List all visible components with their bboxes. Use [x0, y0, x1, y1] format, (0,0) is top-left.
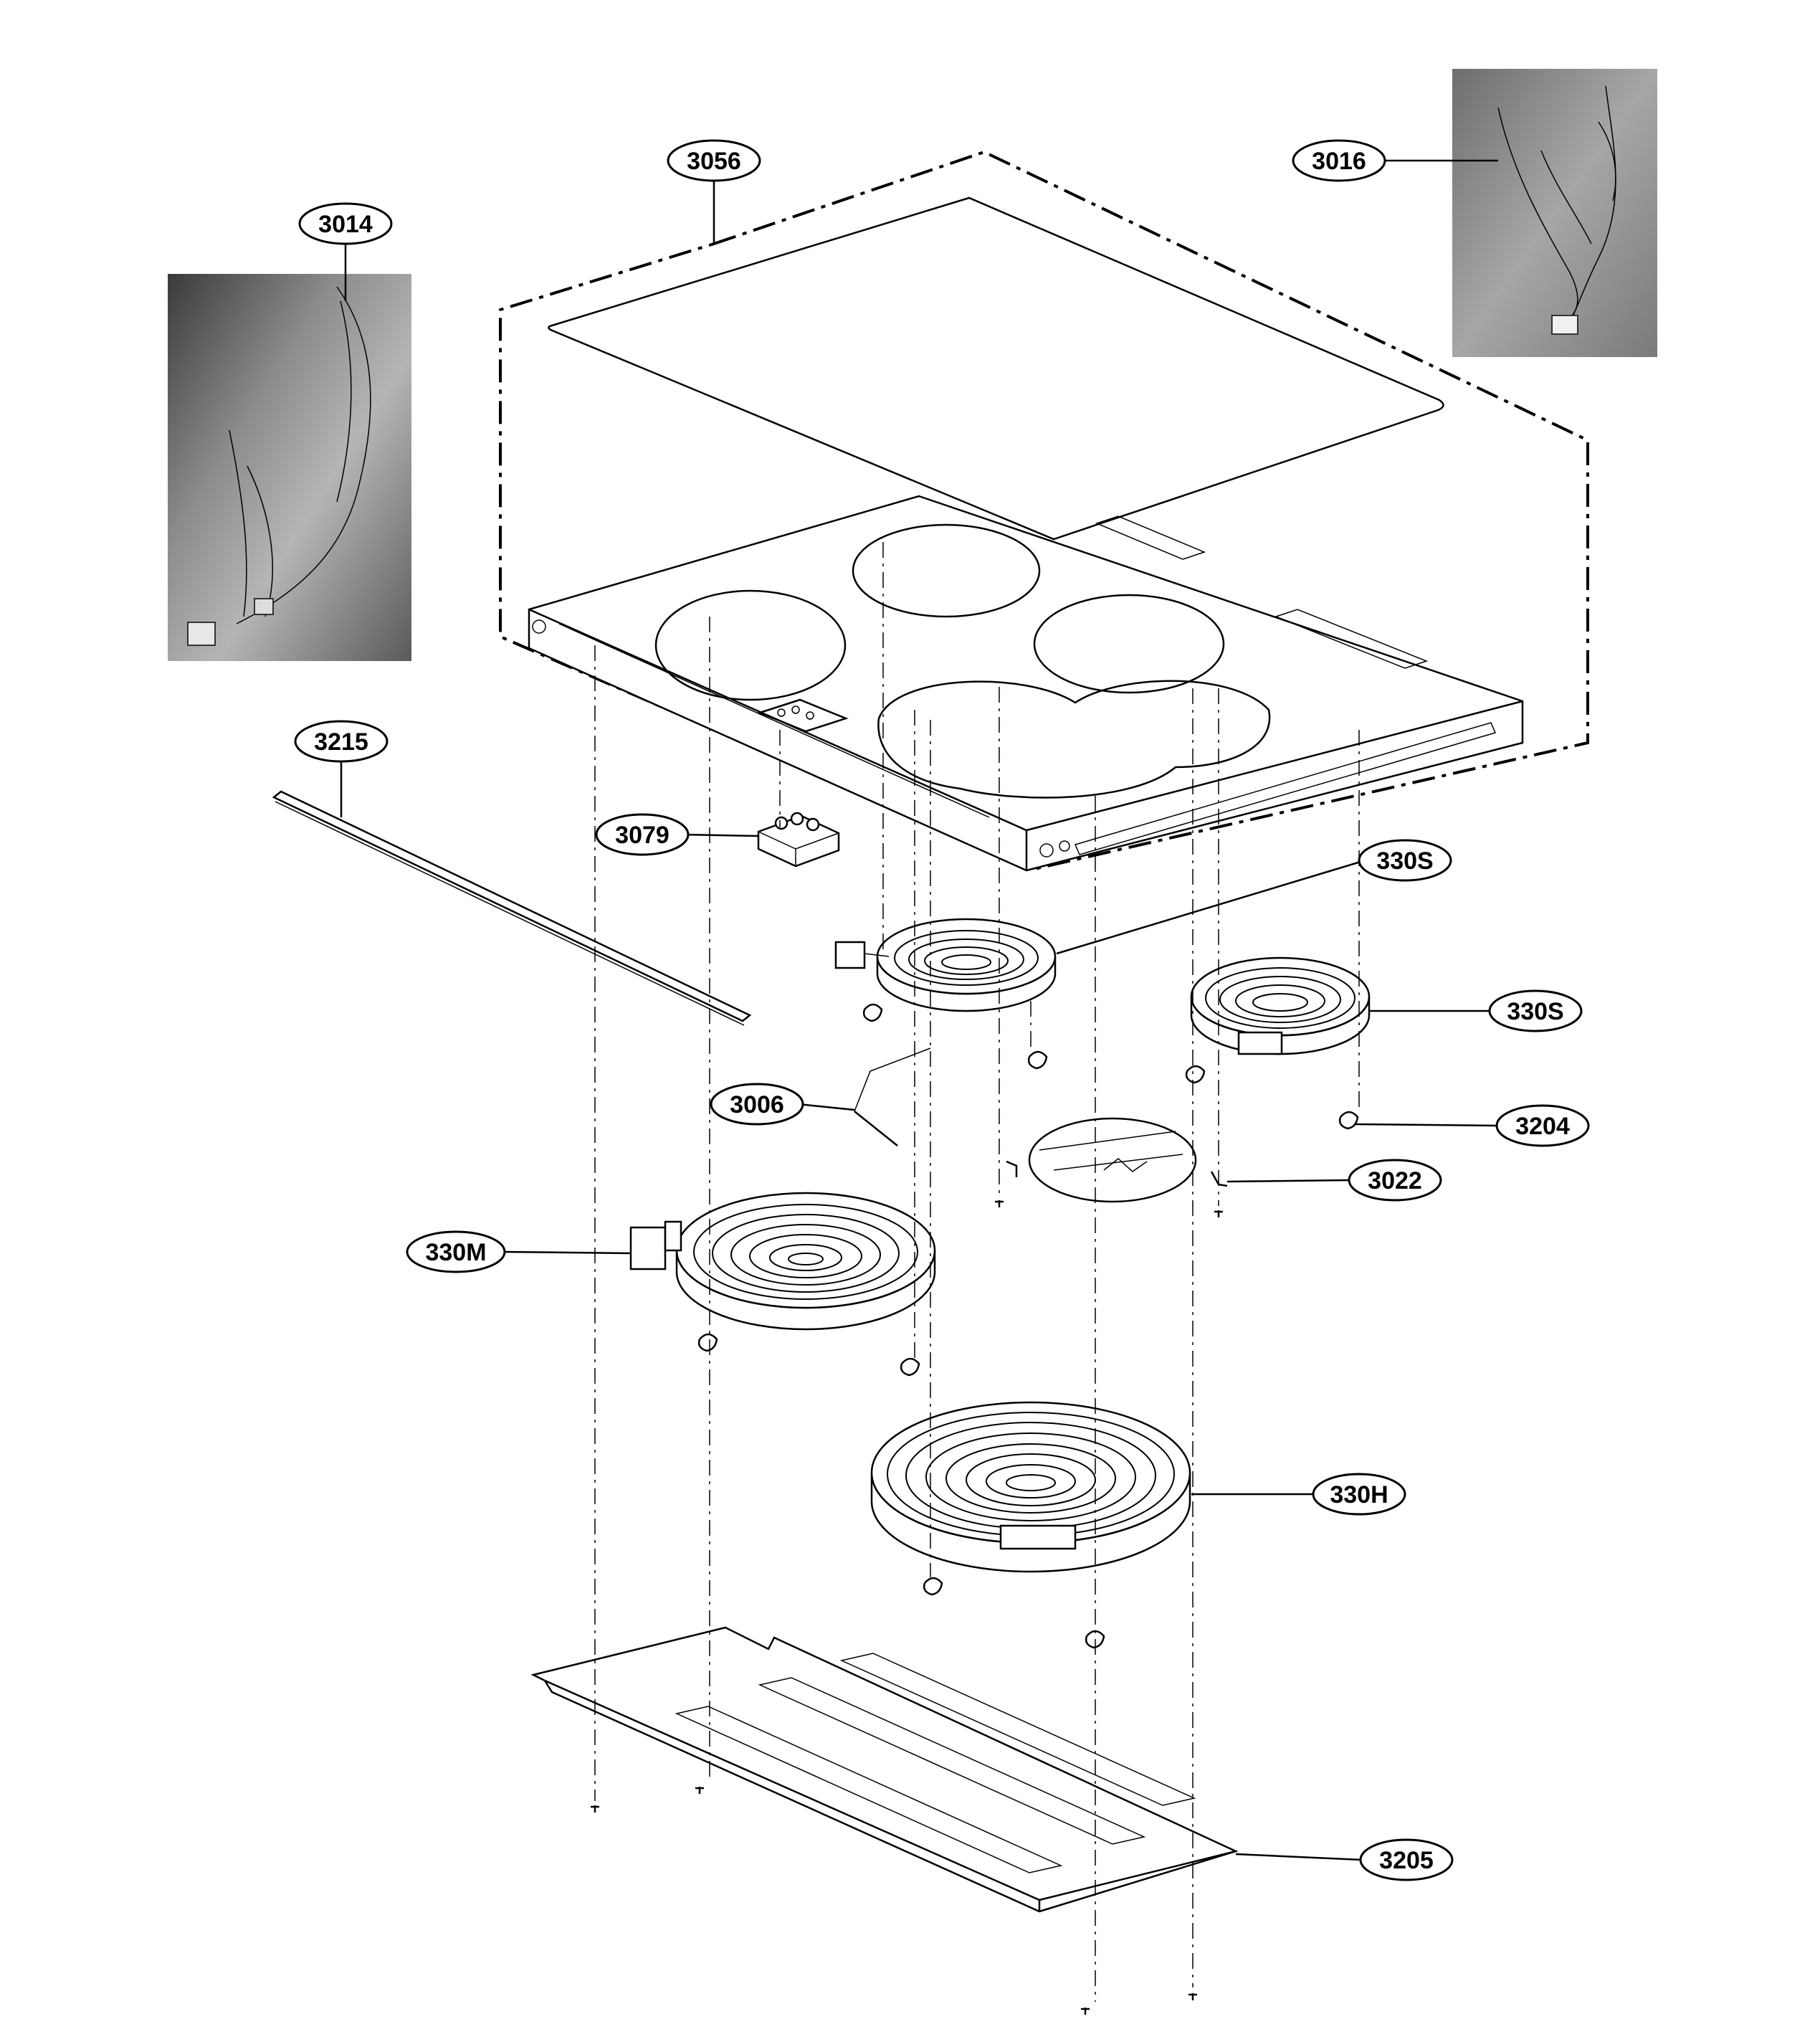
screws: [591, 1200, 1223, 2015]
assembly-boundary: [499, 150, 1589, 871]
callout-330H: 330H: [1312, 1473, 1406, 1516]
radiant-element-small-upper: [834, 918, 1057, 1012]
radiant-element-small-right: [1190, 956, 1371, 1055]
terminal-block: [757, 812, 840, 868]
bracket-plate: [1006, 1117, 1228, 1203]
callout-330S-upper: 330S: [1358, 839, 1452, 882]
svg-text:3022: 3022: [1368, 1167, 1422, 1194]
callout-3215: 3215: [294, 720, 389, 763]
svg-text:3006: 3006: [730, 1091, 784, 1118]
callout-3205: 3205: [1359, 1838, 1454, 1881]
bottom-heat-shield: [530, 1626, 1239, 1913]
svg-text:3215: 3215: [314, 728, 368, 756]
harness-right-photo: [1452, 69, 1657, 357]
callout-330S-right: 330S: [1488, 989, 1583, 1032]
radiant-element-large: [870, 1401, 1191, 1573]
svg-text:3205: 3205: [1379, 1847, 1434, 1874]
leader-lines: [340, 159, 1499, 1861]
callout-3022: 3022: [1348, 1159, 1442, 1202]
cooktop-frame: [528, 495, 1524, 872]
svg-text:3016: 3016: [1312, 148, 1366, 175]
alignment-centerlines: [594, 542, 1360, 2002]
harness-left-photo: [168, 274, 411, 661]
svg-text:330S: 330S: [1376, 847, 1433, 875]
svg-text:3204: 3204: [1515, 1113, 1570, 1140]
callout-3014: 3014: [298, 202, 393, 245]
callout-3056: 3056: [667, 139, 761, 182]
svg-text:330H: 330H: [1330, 1481, 1388, 1509]
radiant-element-medium: [629, 1192, 936, 1331]
callout-3204: 3204: [1495, 1104, 1590, 1147]
svg-text:3014: 3014: [318, 211, 373, 238]
callout-3016: 3016: [1292, 139, 1386, 182]
callout-3006: 3006: [710, 1083, 804, 1126]
svg-text:3079: 3079: [615, 822, 670, 849]
glass-cooktop-panel: [548, 196, 1444, 541]
svg-text:330M: 330M: [425, 1239, 486, 1266]
temperature-sensor: [854, 1047, 931, 1146]
callout-330M: 330M: [406, 1230, 506, 1273]
svg-text:3056: 3056: [687, 148, 741, 175]
trim-strip: [272, 790, 752, 1026]
callout-3079: 3079: [595, 813, 690, 856]
svg-text:330S: 330S: [1507, 998, 1563, 1025]
clips: [697, 1003, 1359, 1649]
